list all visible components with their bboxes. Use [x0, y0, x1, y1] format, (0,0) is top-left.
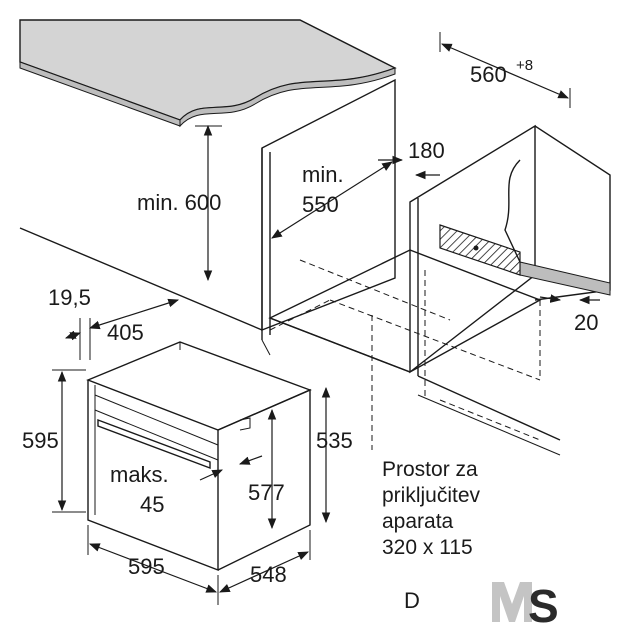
- oven-inner-width-label: 405: [107, 320, 144, 345]
- note-line-4: 320 x 115: [382, 536, 473, 559]
- oven-inner-height-label: 535: [316, 428, 353, 453]
- connection-note: Prostor za priključitev aparata 320 x 11…: [382, 458, 481, 559]
- niche-depth-label: 560: [470, 62, 507, 87]
- niche-depth-tolerance: +8: [516, 57, 533, 74]
- niche-width-min-label-1: min.: [302, 162, 344, 187]
- oven-handle: [97, 418, 211, 470]
- side-gap-label: 20: [574, 310, 598, 335]
- rear-gap-label: 180: [408, 138, 445, 163]
- worktop-height-label: min. 600: [137, 190, 221, 215]
- ms-logo: S: [492, 580, 559, 632]
- oven-depth-label: 548: [250, 562, 287, 587]
- dimension-labels: 560 +8 min. 600 min. 550 180 20 19,5 405…: [22, 57, 598, 587]
- note-line-2: priključitev: [382, 484, 481, 507]
- note-line-3: aparata: [382, 510, 454, 533]
- note-line-1: Prostor za: [382, 458, 478, 481]
- figure-letter: D: [404, 588, 420, 613]
- dimension-lines: [52, 32, 600, 605]
- connection-area-hatch: [439, 224, 521, 276]
- cabinet-niche: [19, 78, 611, 456]
- worktop: [19, 19, 397, 128]
- max-label-1: maks.: [110, 462, 169, 487]
- oven: [86, 341, 312, 572]
- oven-height-label: 595: [22, 428, 59, 453]
- oven-front-offset-label: 19,5: [48, 285, 91, 310]
- oven-body-height-label: 577: [248, 480, 285, 505]
- oven-width-label: 595: [128, 554, 165, 579]
- max-label-2: 45: [140, 492, 164, 517]
- logo-s: S: [528, 580, 559, 632]
- niche-width-min-label-2: 550: [302, 192, 339, 217]
